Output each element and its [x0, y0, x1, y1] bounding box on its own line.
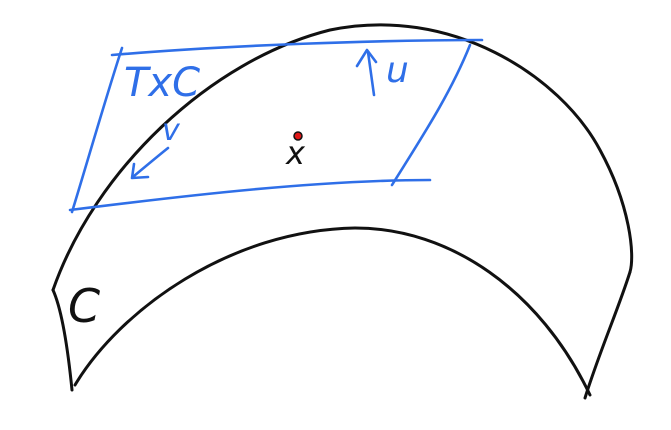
label-vector-v: v — [162, 113, 181, 148]
vector-u-arrowhead — [355, 48, 378, 68]
surface-bottom-edge — [73, 226, 592, 397]
label-tangent-plane: TxC — [124, 60, 200, 106]
plane-left-edge — [70, 46, 124, 214]
label-vector-u: u — [386, 50, 409, 91]
surface-c — [51, 23, 634, 400]
surface-right-edge — [583, 270, 632, 400]
label-curve: C — [68, 279, 100, 333]
vector-v — [130, 146, 170, 180]
vector-v-arrowhead — [130, 162, 150, 180]
plane-right-edge — [390, 43, 472, 187]
vector-u — [355, 48, 378, 97]
plane-bottom-edge — [68, 178, 432, 212]
vector-u-shaft — [366, 50, 376, 97]
vector-v-shaft — [132, 146, 170, 178]
label-point-x: x — [285, 134, 306, 172]
point-x-dot — [293, 131, 303, 141]
plane-top-edge — [110, 38, 484, 57]
surface-left-edge — [51, 288, 74, 392]
surface-top-edge — [51, 23, 634, 292]
tangent-plane — [68, 38, 484, 214]
